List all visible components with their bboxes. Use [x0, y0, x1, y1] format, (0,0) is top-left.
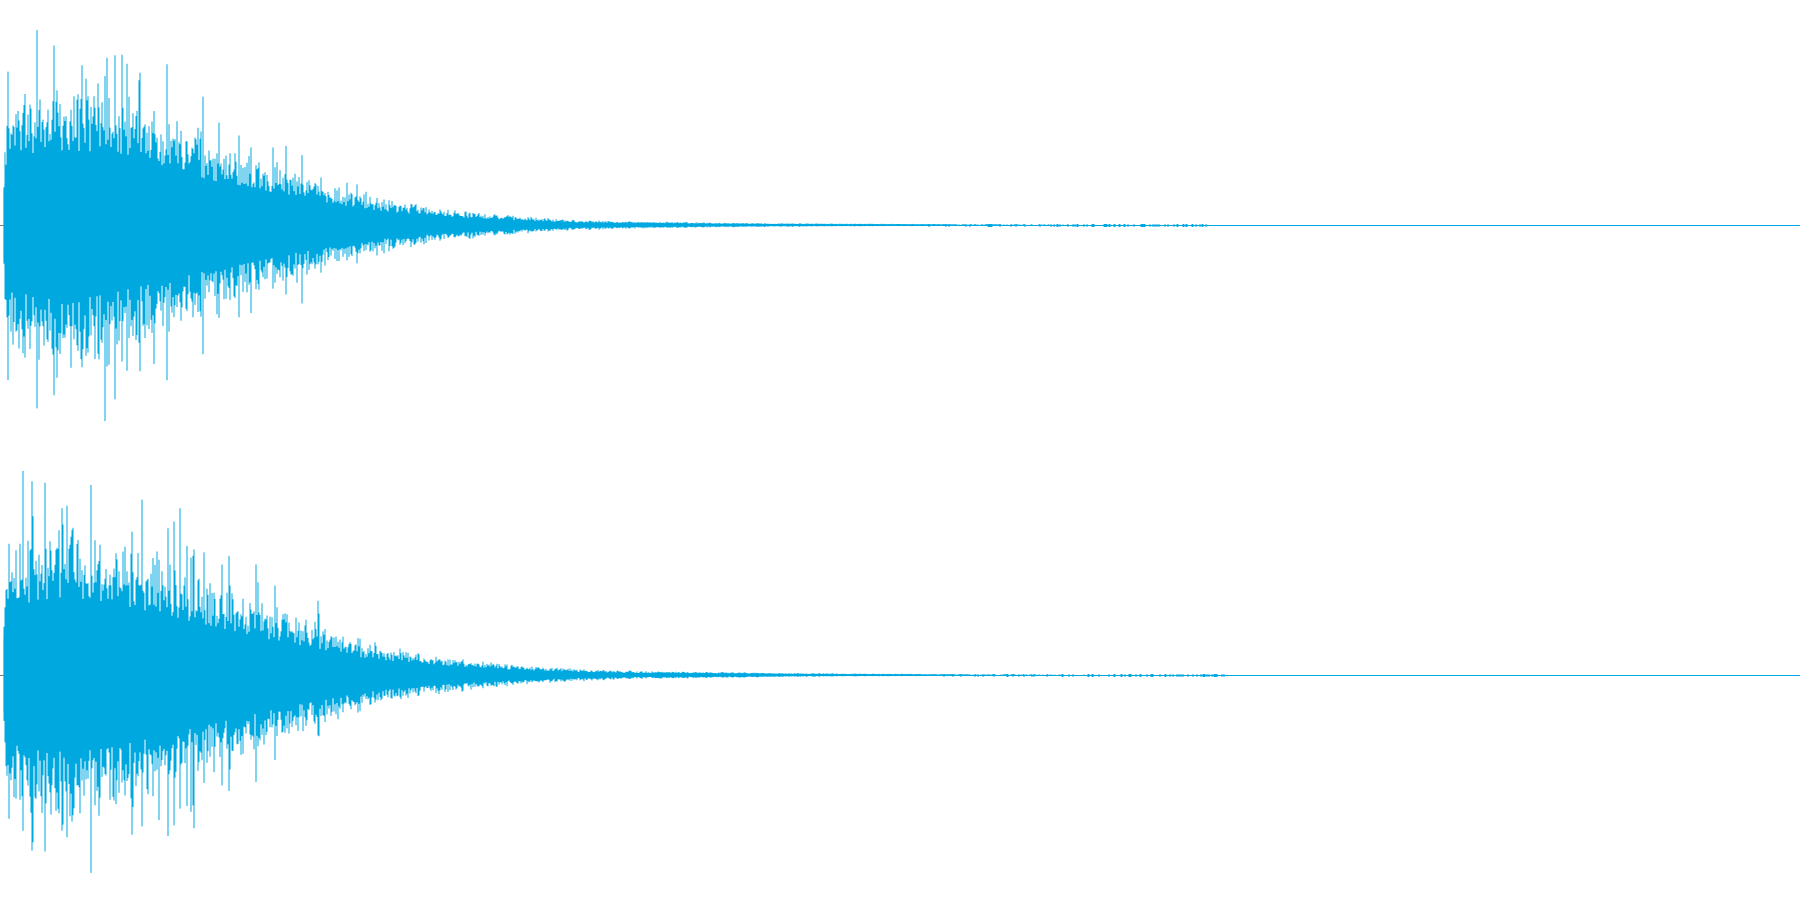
channel-2-waveform-samples	[3, 470, 1225, 873]
channel-1-waveform-samples	[3, 30, 1207, 422]
channel-1-waveform	[0, 30, 1800, 422]
channel-2-waveform	[0, 470, 1800, 873]
